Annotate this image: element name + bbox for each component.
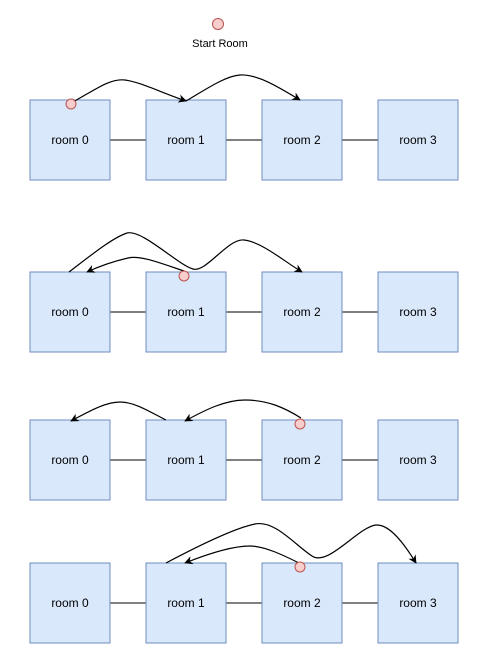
legend: Start Room	[192, 18, 248, 50]
room-1: room 1	[145, 271, 227, 353]
room-1: room 1	[145, 419, 227, 501]
room-label: room 3	[399, 305, 437, 319]
room-2: room 2	[261, 419, 343, 501]
room-box	[261, 419, 343, 501]
room-3: room 3	[377, 271, 459, 353]
move-arrow-2-to-1	[184, 399, 302, 422]
move-arrow-1-to-2	[185, 74, 301, 102]
room-row: room 0 room 1 room 2 room 3	[29, 523, 459, 644]
move-arrow-1-to-0	[70, 401, 167, 422]
room-box	[377, 419, 459, 501]
room-3: room 3	[377, 99, 459, 181]
room-1: room 1	[145, 562, 227, 644]
room-box	[29, 419, 111, 501]
start-room-marker-icon	[178, 270, 190, 282]
room-box	[377, 99, 459, 181]
move-arrow-1-to-0	[86, 256, 185, 273]
room-label: room 3	[399, 453, 437, 467]
room-2: room 2	[261, 271, 343, 353]
room-box	[29, 562, 111, 644]
room-label: room 2	[283, 305, 321, 319]
room-label: room 2	[283, 596, 321, 610]
room-label: room 2	[283, 453, 321, 467]
room-box	[145, 271, 227, 353]
room-label: room 3	[399, 133, 437, 147]
room-label: room 1	[167, 133, 205, 147]
start-room-marker-icon	[212, 18, 224, 30]
move-arrow-0-to-2	[68, 232, 303, 273]
room-box	[29, 271, 111, 353]
room-label: room 0	[51, 596, 89, 610]
move-arrow-1-to-3	[165, 523, 417, 564]
room-label: room 0	[51, 133, 89, 147]
room-label: room 1	[167, 596, 205, 610]
room-label: room 0	[51, 453, 89, 467]
room-0: room 0	[29, 99, 111, 181]
room-label: room 0	[51, 305, 89, 319]
room-row: room 0 room 1 room 2 room 3	[29, 399, 459, 501]
room-box	[29, 99, 111, 181]
room-1: room 1	[145, 99, 227, 181]
room-box	[377, 271, 459, 353]
legend-label: Start Room	[192, 38, 248, 50]
room-3: room 3	[377, 562, 459, 644]
start-room-marker-icon	[294, 418, 306, 430]
room-2: room 2	[261, 562, 343, 644]
room-0: room 0	[29, 419, 111, 501]
room-label: room 1	[167, 305, 205, 319]
room-3: room 3	[377, 419, 459, 501]
move-arrow-0-to-1	[70, 79, 187, 104]
room-2: room 2	[261, 99, 343, 181]
start-room-marker-icon	[65, 98, 77, 110]
room-label: room 3	[399, 596, 437, 610]
room-label: room 2	[283, 133, 321, 147]
room-box	[145, 562, 227, 644]
move-arrow-2-to-1	[184, 545, 302, 565]
room-box	[261, 99, 343, 181]
room-row: room 0 room 1 room 2 room 3	[29, 232, 459, 353]
room-label: room 1	[167, 453, 205, 467]
room-row: room 0 room 1 room 2 room 3	[29, 74, 459, 181]
room-box	[377, 562, 459, 644]
room-box	[145, 419, 227, 501]
room-box	[261, 271, 343, 353]
room-0: room 0	[29, 271, 111, 353]
room-box	[261, 562, 343, 644]
start-room-marker-icon	[294, 561, 306, 573]
room-0: room 0	[29, 562, 111, 644]
